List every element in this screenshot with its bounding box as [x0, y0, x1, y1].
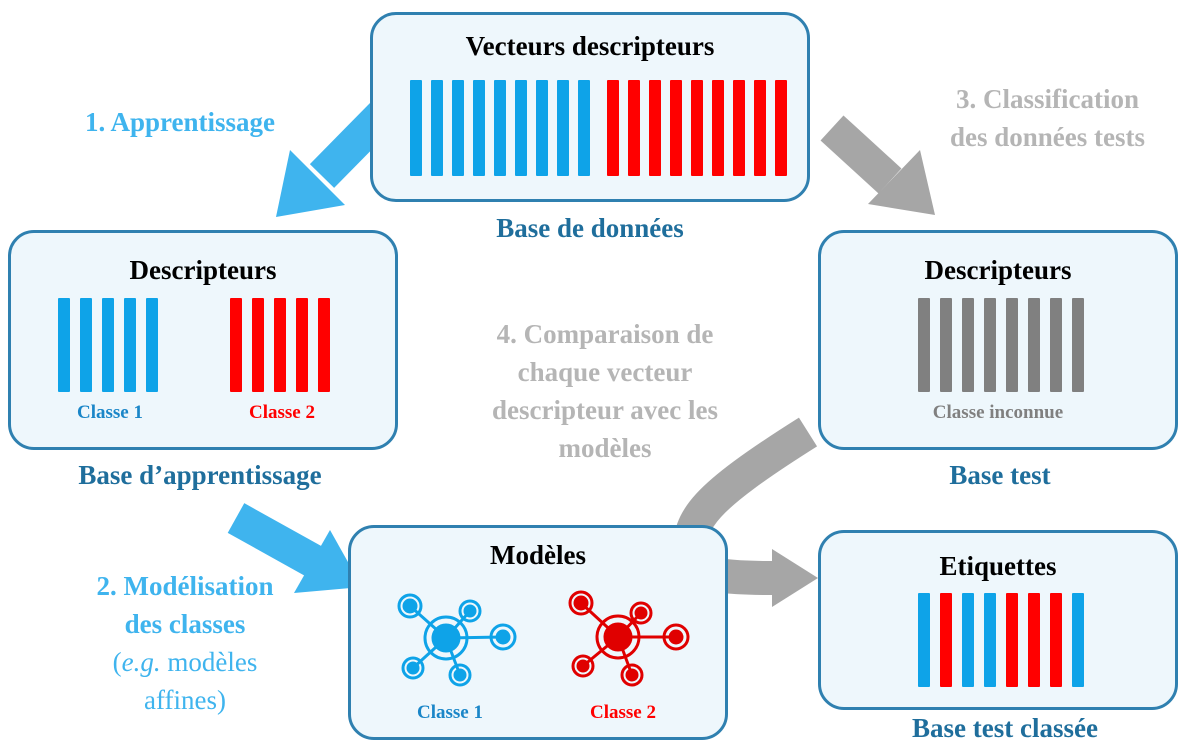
- bar-class1: [146, 298, 158, 392]
- step3-line2: des données tests: [949, 122, 1145, 152]
- step2-line3: (e.g. modèles: [60, 643, 310, 681]
- bar-class2: [607, 80, 619, 176]
- label-bar-class2: [940, 593, 952, 687]
- step4-label: 4. Comparaison de chaque vecteur descrip…: [455, 315, 755, 467]
- step3-label: 3. Classification des données tests: [910, 80, 1185, 156]
- bar-class1: [102, 298, 114, 392]
- bar-class1: [452, 80, 464, 176]
- database-title: Vecteurs descripteurs: [465, 31, 715, 61]
- bar-unknown: [1006, 298, 1018, 392]
- arrow-modelisation: [227, 503, 362, 593]
- bar-class2: [318, 298, 330, 392]
- label-bar-class1: [962, 593, 974, 687]
- bar-class1: [515, 80, 527, 176]
- bar-class1: [536, 80, 548, 176]
- bar-class2: [733, 80, 745, 176]
- step3-line1: 3. Classification: [955, 84, 1139, 114]
- labels-title: Etiquettes: [939, 551, 1057, 581]
- bar-unknown: [962, 298, 974, 392]
- bar-class2: [691, 80, 703, 176]
- test-class-unknown-label: Classe inconnue: [932, 402, 1064, 423]
- label-bar-class1: [918, 593, 930, 687]
- training-caption: Base d’apprentissage: [78, 460, 322, 490]
- bar-class2: [230, 298, 242, 392]
- arrow-classification: [820, 115, 935, 215]
- step1-label: 1. Apprentissage: [84, 107, 276, 137]
- bar-class1: [58, 298, 70, 392]
- bar-class2: [628, 80, 640, 176]
- bar-unknown: [940, 298, 952, 392]
- step2-label: 2. Modélisation des classes (e.g. modèle…: [60, 567, 310, 719]
- bar-class2: [754, 80, 766, 176]
- label-bar-class2: [1050, 593, 1062, 687]
- label-bar-class2: [1006, 593, 1018, 687]
- bar-class1: [80, 298, 92, 392]
- bar-class2: [296, 298, 308, 392]
- test-title: Descripteurs: [924, 255, 1072, 285]
- step2-eg-rest: modèles: [160, 647, 258, 677]
- bar-class1: [124, 298, 136, 392]
- step2-eg-open: (: [112, 647, 122, 677]
- bar-class2: [775, 80, 787, 176]
- bar-unknown: [984, 298, 996, 392]
- label-bar-class1: [1072, 593, 1084, 687]
- database-caption: Base de données: [496, 213, 684, 243]
- step2-line4: affines): [144, 685, 226, 715]
- bar-class2: [274, 298, 286, 392]
- models-class1-label: Classe 1: [417, 702, 483, 723]
- bar-class2: [252, 298, 264, 392]
- model-class2-graph: [568, 590, 690, 687]
- bar-class1: [494, 80, 506, 176]
- bar-unknown: [918, 298, 930, 392]
- step4-line4: modèles: [558, 433, 652, 463]
- test-caption: Base test: [949, 460, 1051, 490]
- bar-class1: [557, 80, 569, 176]
- bar-class1: [410, 80, 422, 176]
- step2-line2: des classes: [124, 609, 246, 639]
- step2-eg-italic: e.g.: [121, 647, 161, 677]
- models-class2-label: Classe 2: [590, 702, 656, 723]
- labels-caption: Base test classée: [912, 713, 1098, 743]
- bar-class1: [473, 80, 485, 176]
- step4-line1: 4. Comparaison de: [496, 319, 714, 349]
- models-title: Modèles: [490, 540, 586, 570]
- label-bar-class2: [1028, 593, 1040, 687]
- training-class1-label: Classe 1: [77, 402, 143, 423]
- model-class1-graph: [397, 593, 517, 687]
- labels-box: Etiquettes: [818, 530, 1178, 710]
- step4-line3: descripteur avec les: [492, 395, 718, 425]
- bar-unknown: [1028, 298, 1040, 392]
- bar-class2: [649, 80, 661, 176]
- training-box: Descripteurs: [8, 230, 398, 450]
- training-class2-label: Classe 2: [249, 402, 315, 423]
- bar-class2: [670, 80, 682, 176]
- bar-class1: [431, 80, 443, 176]
- step4-line2: chaque vecteur: [517, 357, 693, 387]
- bar-unknown: [1050, 298, 1062, 392]
- bar-class1: [578, 80, 590, 176]
- bar-unknown: [1072, 298, 1084, 392]
- label-bar-class1: [984, 593, 996, 687]
- bar-class2: [712, 80, 724, 176]
- training-title: Descripteurs: [129, 255, 277, 285]
- test-box: Descripteurs: [818, 230, 1178, 450]
- step2-line1: 2. Modélisation: [96, 571, 274, 601]
